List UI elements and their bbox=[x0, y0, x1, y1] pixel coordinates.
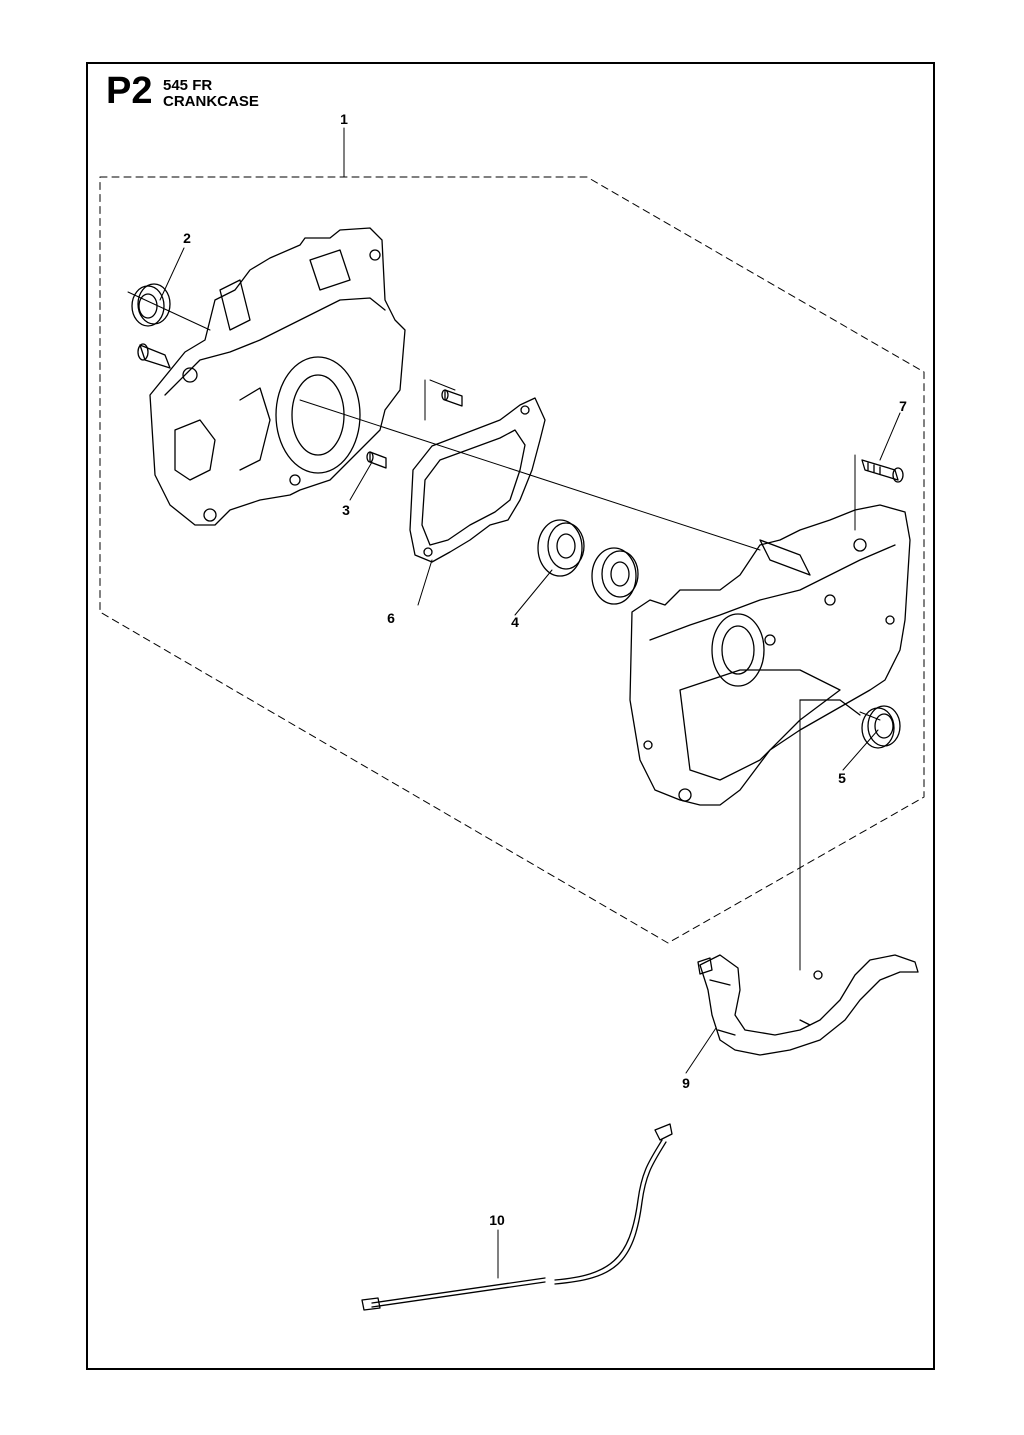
gasket bbox=[409, 397, 546, 563]
callout-7: 7 bbox=[899, 398, 907, 414]
callout-4: 4 bbox=[511, 614, 519, 630]
callout-2: 2 bbox=[183, 230, 191, 246]
assembly-boundary bbox=[99, 176, 925, 944]
callout-6: 6 bbox=[387, 610, 395, 626]
drawing-frame bbox=[86, 62, 935, 1370]
bearings bbox=[537, 519, 639, 605]
dowel-pins bbox=[366, 389, 463, 469]
callout-5: 5 bbox=[838, 770, 846, 786]
seal-left bbox=[131, 283, 171, 327]
leader-lines bbox=[127, 127, 901, 1279]
callout-10: 10 bbox=[489, 1212, 505, 1228]
model-name: 545 FR bbox=[163, 77, 213, 94]
bracket bbox=[697, 954, 919, 1056]
screw bbox=[861, 459, 904, 483]
right-crankcase-half bbox=[629, 504, 911, 806]
callout-1: 1 bbox=[340, 111, 348, 127]
page-code: P2 bbox=[106, 70, 153, 112]
left-crankcase-half bbox=[137, 227, 406, 526]
callout-9: 9 bbox=[682, 1075, 690, 1091]
seal-right bbox=[861, 705, 901, 749]
callout-3: 3 bbox=[342, 502, 350, 518]
section-title: CRANKCASE bbox=[163, 93, 259, 110]
cable bbox=[361, 1123, 673, 1311]
